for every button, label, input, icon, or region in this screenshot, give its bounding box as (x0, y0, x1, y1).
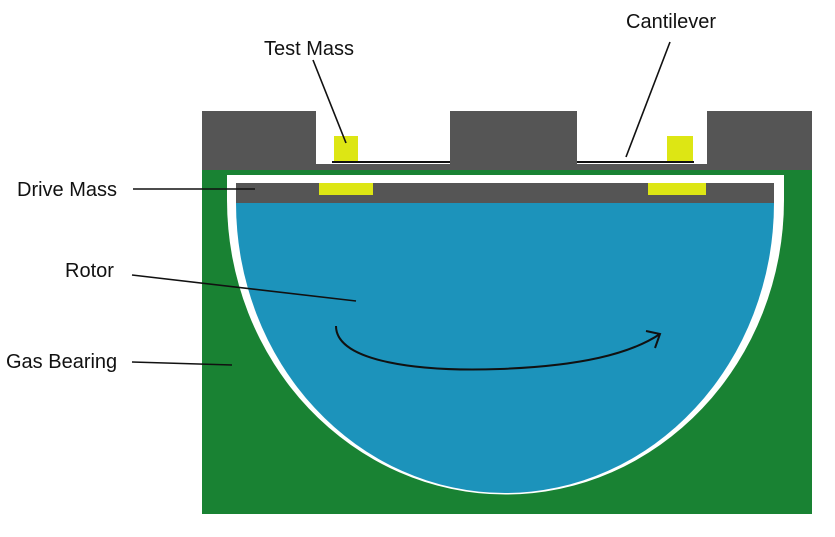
label-gas-bearing: Gas Bearing (6, 351, 117, 373)
drive-mass-right (648, 183, 706, 195)
label-test-mass: Test Mass (264, 38, 354, 60)
opening-base-left (316, 164, 450, 170)
rotor-body (236, 203, 774, 493)
curved-arrow-icon (335, 325, 662, 371)
label-cantilever: Cantilever (626, 11, 716, 33)
leader-gas-bearing (131, 361, 233, 366)
leader-test-mass (312, 59, 347, 144)
test-mass-right (667, 136, 693, 163)
leader-cantilever (625, 41, 671, 158)
leader-rotor (131, 274, 357, 302)
opening-base-right (577, 164, 707, 170)
top-block-right (707, 111, 812, 170)
top-block-center (450, 111, 577, 170)
label-rotor: Rotor (65, 260, 114, 282)
test-mass-left (334, 136, 358, 163)
label-drive-mass: Drive Mass (17, 179, 117, 201)
top-block-left (202, 111, 316, 170)
drive-mass-left (319, 183, 373, 195)
